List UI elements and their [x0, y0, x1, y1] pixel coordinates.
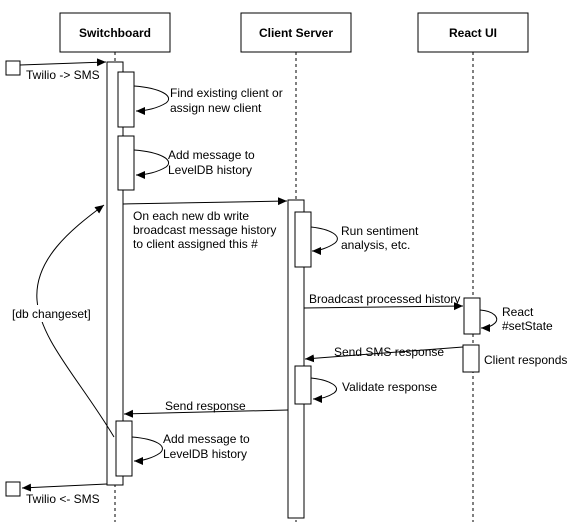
switchboard-participant: Switchboard: [59, 12, 171, 53]
twilio-in-endpoint: [5, 60, 21, 76]
validate-activation: [294, 365, 312, 405]
db-changeset-label: [db changeset]: [12, 307, 91, 321]
twilio-in-label: Twilio -> SMS: [26, 68, 100, 82]
add-message-label-1: Add message to: [168, 148, 255, 162]
find-client-label-1: Find existing client or: [170, 86, 283, 100]
switchboard-label: Switchboard: [79, 26, 151, 40]
find-client-label-2: assign new client: [170, 101, 262, 115]
add-message-label-2: LevelDB history: [168, 163, 252, 177]
react-label-1: React: [502, 305, 534, 319]
broadcast-arrow: [303, 302, 464, 311]
twilio-out-label: Twilio <- SMS: [26, 492, 100, 506]
broadcast-label: Broadcast processed history: [309, 292, 460, 306]
add-message-activation-2: [115, 420, 133, 477]
add-message2-label-1: Add message to: [163, 432, 250, 446]
react-setstate-activation: [463, 297, 481, 335]
send-response-label: Send response: [165, 399, 246, 413]
add-message-activation: [117, 135, 135, 191]
find-client-arrow: [133, 85, 169, 115]
client-server-activation: [287, 199, 305, 519]
sentiment-arrow: [310, 226, 338, 255]
sentiment-label-1: Run sentiment: [341, 224, 419, 238]
db-write-label-1: On each new db write: [133, 209, 249, 223]
setstate-arrow: [479, 309, 498, 332]
db-write-label-3: to client assigned this #: [133, 237, 258, 251]
send-sms-label: Send SMS response: [334, 345, 444, 359]
react-ui-participant: React UI: [417, 12, 529, 53]
react-label-2: #setState: [502, 319, 553, 333]
db-write-label-2: broadcast message history: [133, 223, 276, 237]
validate-arrow: [310, 377, 337, 403]
client-server-participant: Client Server: [240, 12, 352, 53]
twilio-out-endpoint: [5, 481, 21, 497]
sentiment-label-2: analysis, etc.: [341, 238, 410, 252]
client-responds-label: Client responds: [484, 353, 567, 367]
client-server-label: Client Server: [259, 26, 333, 40]
add-message-arrow: [133, 149, 169, 179]
db-changeset-arrow: [36, 204, 115, 438]
client-responds-activation: [462, 344, 480, 373]
add-message2-label-2: LevelDB history: [163, 447, 247, 461]
twilio-in-arrow: [19, 58, 107, 67]
send-sms-arrow: [304, 346, 464, 363]
send-response-arrow: [123, 409, 289, 418]
twilio-out-arrow: [21, 483, 108, 492]
validate-label: Validate response: [342, 380, 438, 394]
sentiment-activation: [294, 211, 312, 268]
react-ui-label: React UI: [449, 26, 497, 40]
add-message-arrow-2: [131, 436, 163, 465]
find-client-activation: [117, 71, 135, 128]
db-write-arrow: [122, 197, 288, 206]
